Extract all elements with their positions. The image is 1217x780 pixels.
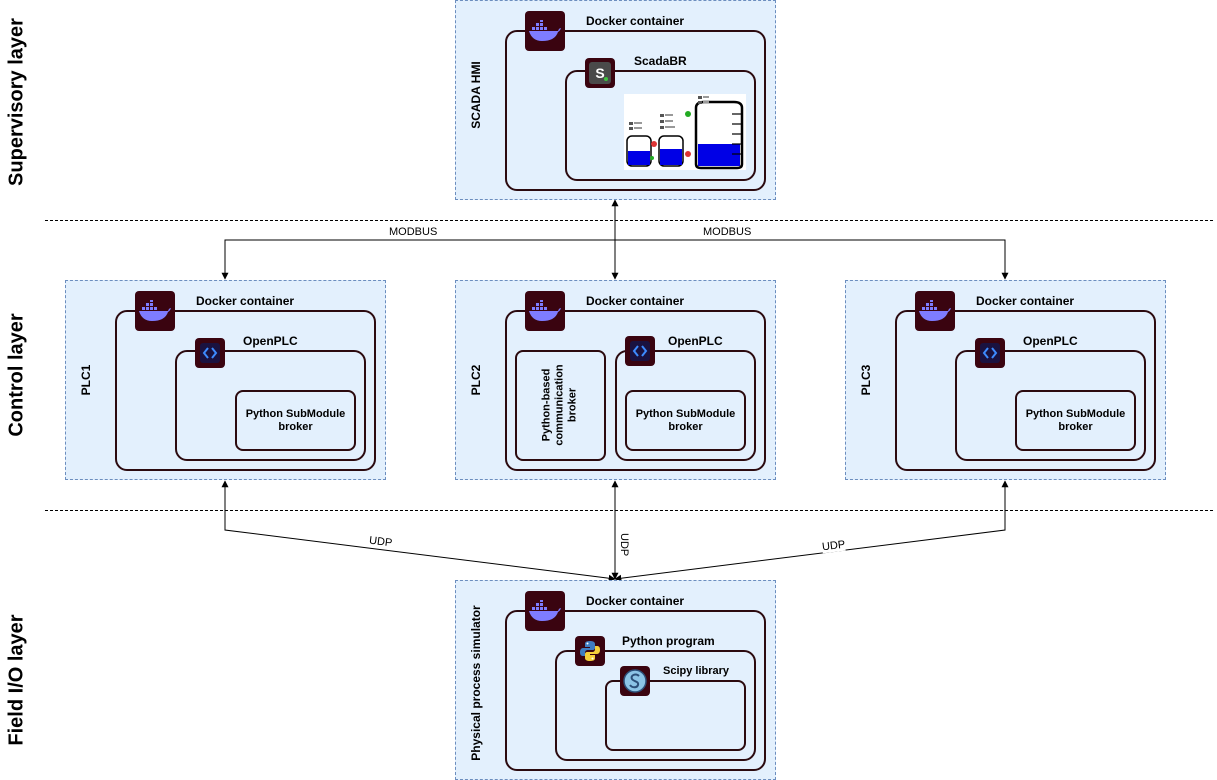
modbus-left-edge [221,239,615,280]
field-docker-container [505,610,766,771]
plc1-container-title: Docker container [196,294,295,308]
udp-left-edge [221,480,616,582]
scada-container-title: Docker container [586,14,685,28]
docker-whale-icon [135,291,175,331]
plc2-python-submodule-broker: Python SubModule broker [625,390,746,451]
scada-docker-container [505,30,766,191]
docker-whale-icon [915,291,955,331]
scada-hmi-screenshot-image [624,94,746,170]
plc1-openplc-title: OpenPLC [243,334,298,348]
docker-whale-icon [525,291,565,331]
udp-right-edge [614,480,1009,582]
docker-whale-icon [525,591,565,631]
field-container-title: Docker container [586,594,685,608]
plc1-docker-container [115,310,376,471]
python-logo-icon [575,636,605,666]
plc2-panel-label: PLC2 [469,364,483,396]
plc3-openplc-title: OpenPLC [1023,334,1078,348]
plc1-openplc-box [175,350,366,461]
openplc-code-icon [975,338,1005,368]
openplc-code-icon [195,338,225,368]
scada-panel-label: SCADA HMI [469,61,483,129]
openplc-code-icon [625,336,655,366]
plc3-container-title: Docker container [976,294,1075,308]
python-program-title: Python program [622,634,715,648]
scadabr-box [565,70,756,181]
plc2-container-title: Docker container [586,294,685,308]
plc2-openplc-title: OpenPLC [668,334,723,348]
svg-text:S: S [595,65,604,81]
plc3-python-submodule-broker: Python SubModule broker [1015,390,1136,451]
plc3-panel-label: PLC3 [859,364,873,396]
plc2-docker-container [505,310,766,471]
plc1-panel-label: PLC1 [79,364,93,396]
scipy-logo-icon [620,666,650,696]
scipy-library-title: Scipy library [663,665,730,677]
udp-center-label: UDP [618,533,630,557]
plc2-communication-broker-box [515,350,606,461]
modbus-right-label: MODBUS [703,226,752,238]
scadabr-title: ScadaBR [634,54,687,68]
docker-whale-icon [525,11,565,51]
plc2-openplc-box [615,350,756,461]
modbus-left-label: MODBUS [389,226,438,238]
plc1-python-submodule-broker: Python SubModule broker [235,390,356,451]
scipy-library-box [605,680,746,751]
scadabr-logo-icon: S [585,58,615,88]
python-program-box [555,650,756,761]
plc3-docker-container [895,310,1156,471]
layer-divider-top [45,220,1213,221]
plc2-communication-broker-label: Python-based communication broker [540,364,579,446]
field-panel-label: Physical process simulator [469,605,483,761]
plc3-openplc-box [955,350,1146,461]
modbus-right-edge [615,239,1009,280]
